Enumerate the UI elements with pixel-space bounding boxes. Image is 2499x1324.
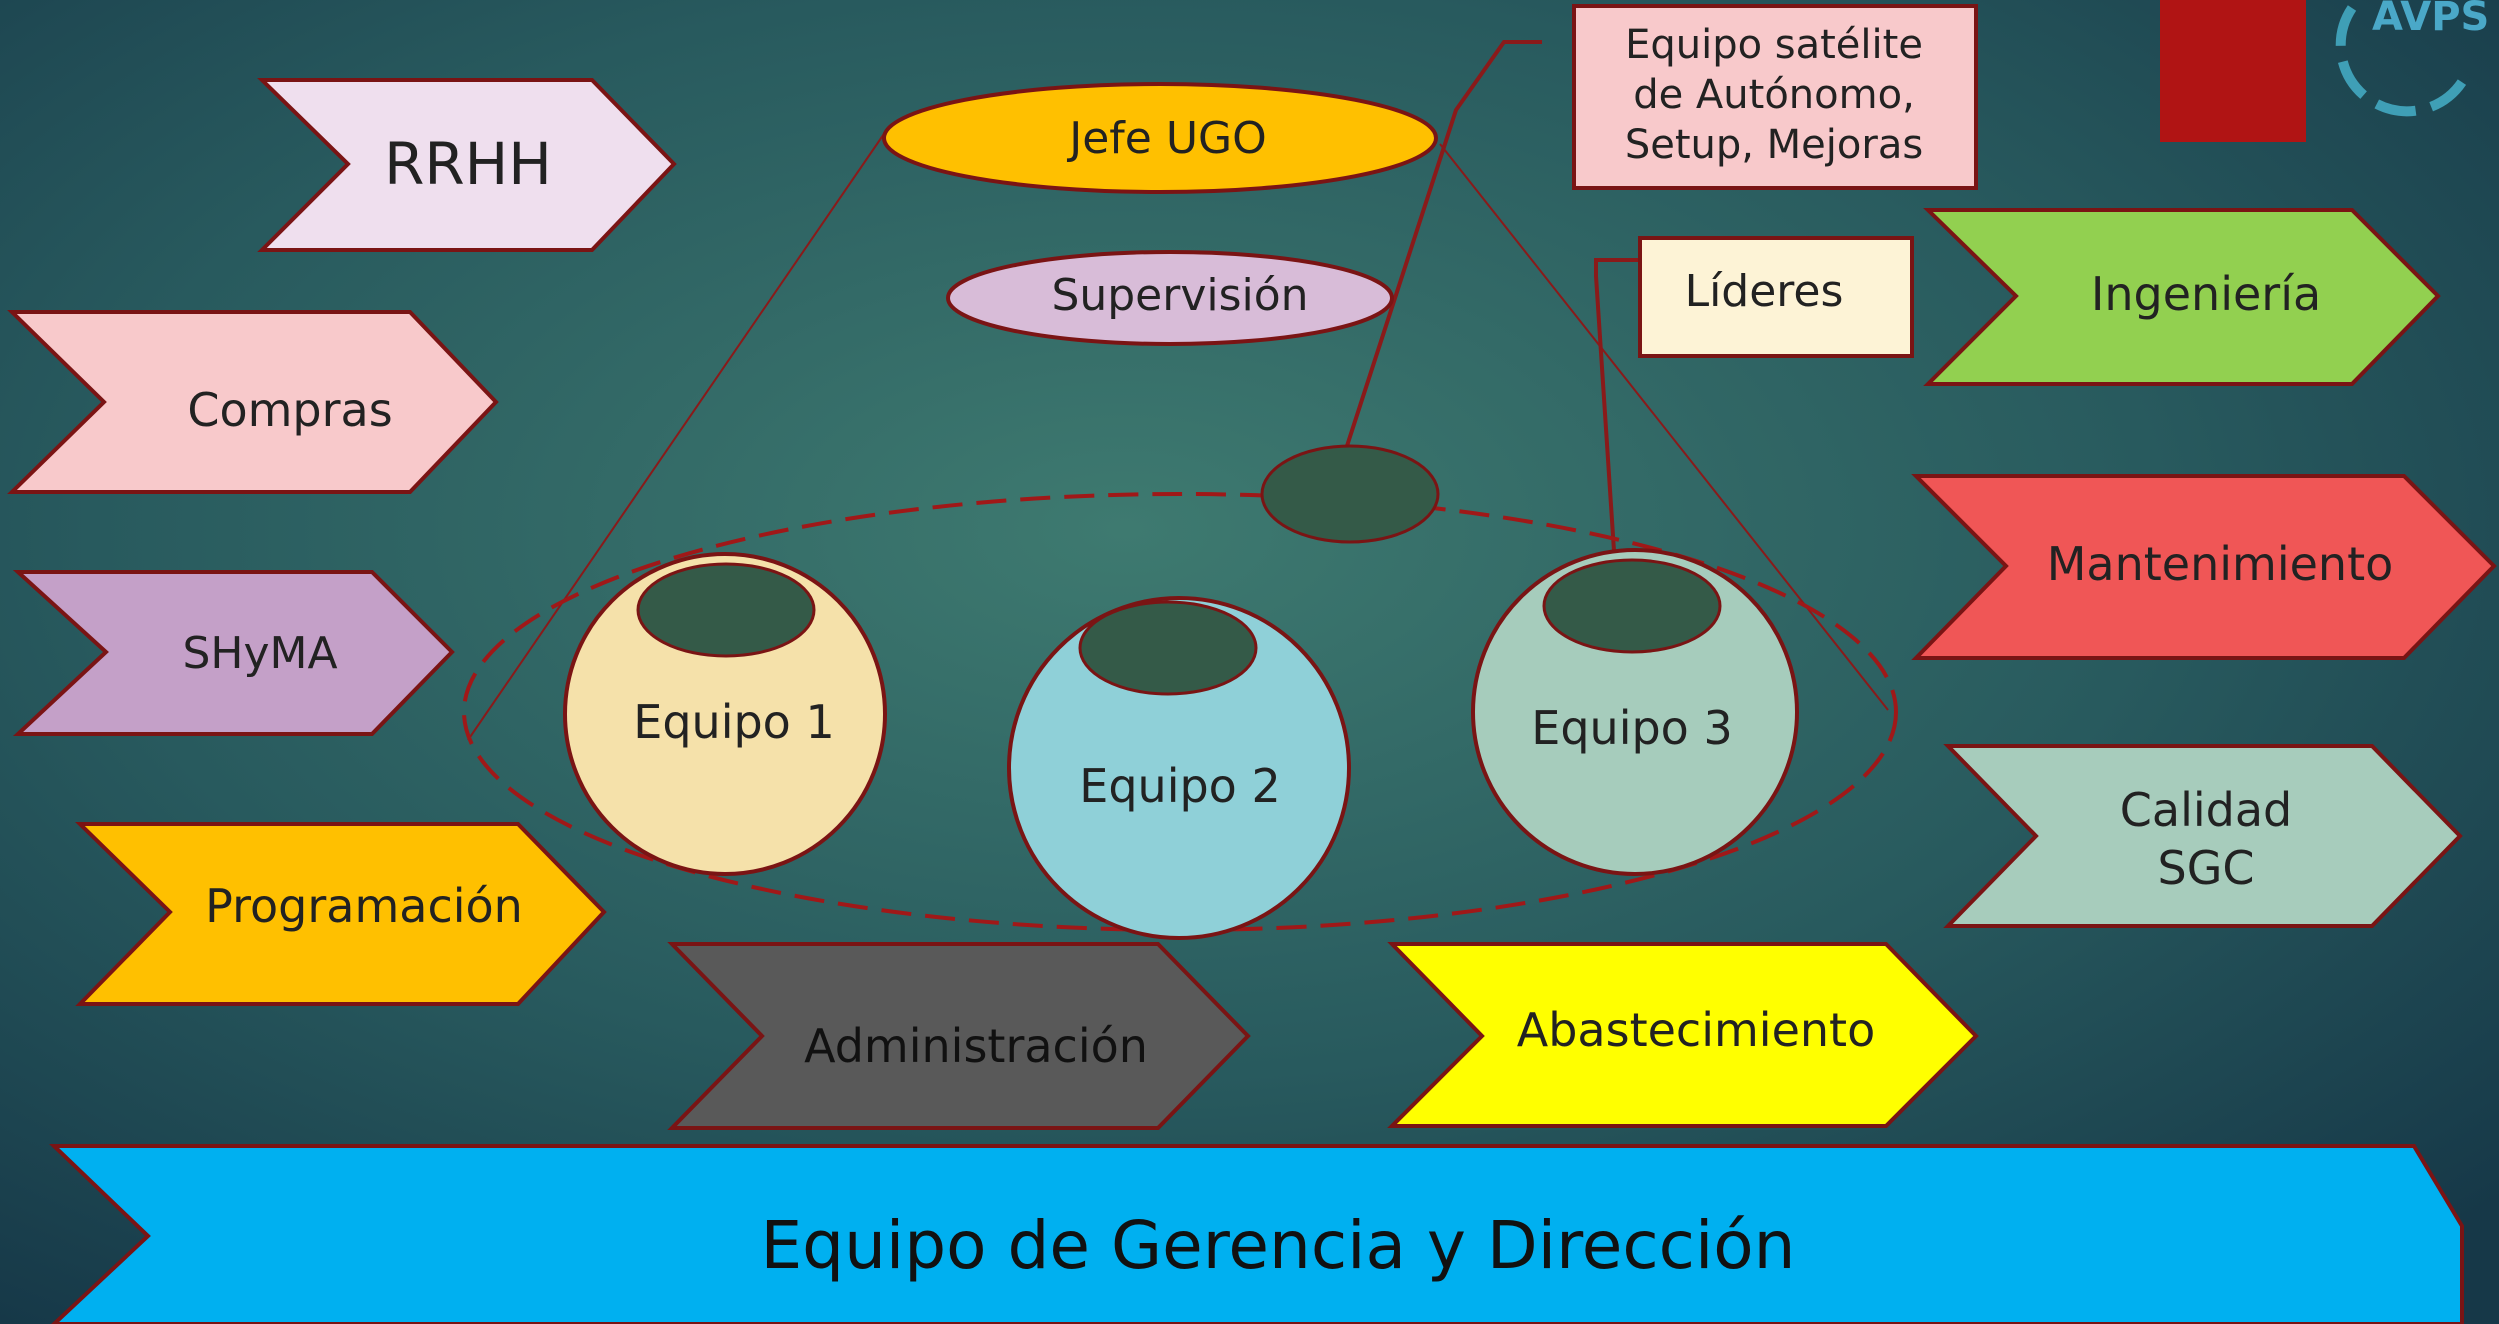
leader-lines <box>1332 40 1640 613</box>
administracion-label: Administración <box>804 1019 1148 1073</box>
cone-right-line <box>1439 143 1889 711</box>
team-3-leader-node <box>1542 558 1722 654</box>
avps-logo: AVPS <box>2335 0 2489 117</box>
satelite-pointer-line <box>1332 40 1542 487</box>
team-1-leader-node <box>636 562 816 658</box>
satelite-line-1: Equipo satélite <box>1625 22 1923 68</box>
connector-lines <box>467 127 1889 741</box>
team-2-leader-node <box>1078 600 1258 696</box>
cone-left-line <box>467 127 889 741</box>
arrow-ingenieria: Ingeniería <box>1923 208 2441 386</box>
mantenimiento-label: Mantenimiento <box>2047 537 2394 591</box>
base-banner: Equipo de Gerencia y Dirección <box>49 1144 2464 1324</box>
logo-text: AVPS <box>2372 0 2489 40</box>
arrow-shyma: SHyMA <box>12 570 455 736</box>
abastecimiento-label: Abastecimiento <box>1517 1003 1875 1057</box>
satelite-line-2: de Autónomo, <box>1633 72 1915 118</box>
arrow-rrhh: RRHH <box>257 78 677 252</box>
team-group-ellipse <box>462 492 1898 932</box>
team-3: Equipo 3 <box>1471 548 1799 876</box>
arrow-abastecimiento: Abastecimiento <box>1387 942 1979 1128</box>
shyma-label: SHyMA <box>182 628 337 679</box>
lideres-box: Líderes <box>1638 236 1914 358</box>
satelite-line-3: Setup, Mejoras <box>1625 122 1923 168</box>
supervision-label: Supervisión <box>1051 270 1308 321</box>
arrow-calidad: Calidad SGC <box>1943 744 2463 928</box>
red-accent-block <box>2160 0 2306 142</box>
supervision-node: Supervisión <box>946 250 1394 346</box>
jefe-ugo-label: Jefe UGO <box>1066 113 1267 164</box>
jefe-ugo-node: Jefe UGO <box>882 82 1438 194</box>
arrow-compras: Compras <box>7 310 499 494</box>
lideres-label: Líderes <box>1685 266 1844 317</box>
arrow-administracion: Administración <box>667 942 1251 1130</box>
lideres-pointer-line <box>1594 258 1640 613</box>
ingenieria-label: Ingeniería <box>2091 267 2321 321</box>
team-2: Equipo 2 <box>1007 596 1351 940</box>
team-2-label: Equipo 2 <box>1079 759 1280 813</box>
programacion-label: Programación <box>205 879 523 933</box>
team-1: Equipo 1 <box>563 552 887 876</box>
satelite-team-node <box>1260 444 1440 544</box>
satelite-box: Equipo satélite de Autónomo, Setup, Mejo… <box>1572 4 1978 190</box>
arrow-mantenimiento: Mantenimiento <box>1911 474 2497 660</box>
compras-label: Compras <box>187 383 392 437</box>
rrhh-label: RRHH <box>384 130 552 198</box>
arrow-programacion: Programación <box>75 822 607 1006</box>
team-1-label: Equipo 1 <box>633 695 834 749</box>
calidad-label-line-2: SGC <box>2158 841 2255 895</box>
calidad-label-line-1: Calidad <box>2120 783 2292 837</box>
base-banner-label: Equipo de Gerencia y Dirección <box>760 1207 1795 1284</box>
team-3-label: Equipo 3 <box>1531 701 1732 755</box>
